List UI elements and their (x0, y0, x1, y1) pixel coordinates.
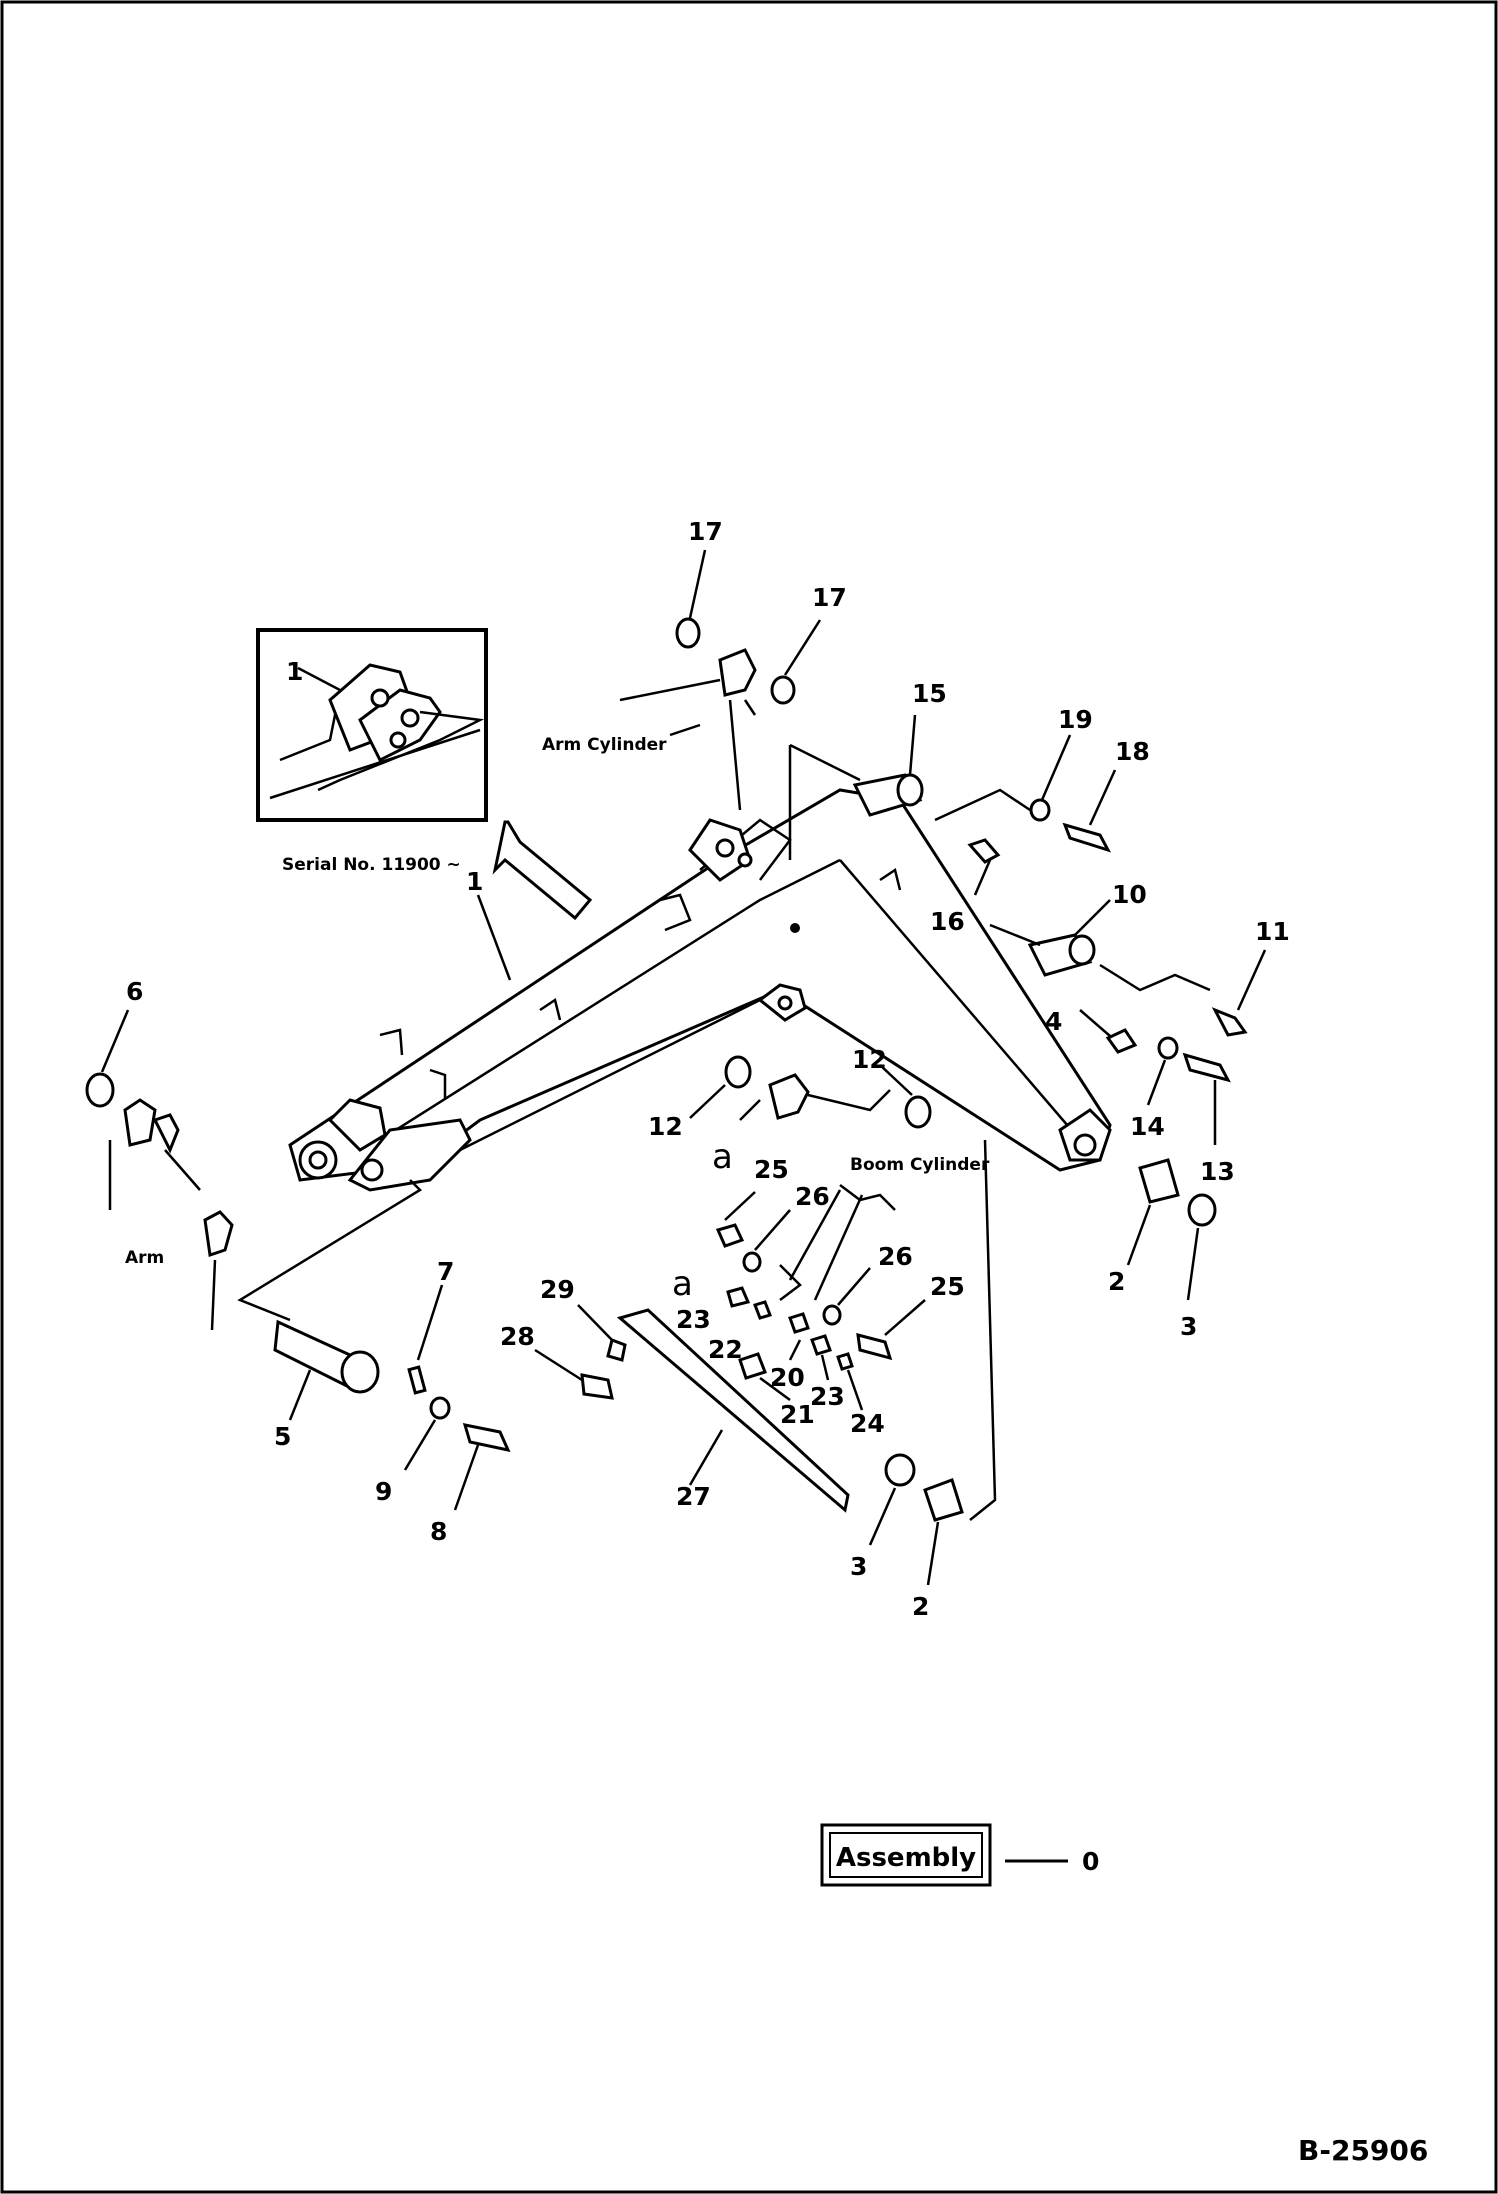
washer-9 (429, 1396, 451, 1420)
assembly-legend: Assembly 0 (820, 1823, 1099, 1887)
nut-24 (836, 1352, 854, 1371)
callout-26-a: 26 (795, 1182, 830, 1211)
bushing-2-right (1138, 1158, 1180, 1204)
callout-12-a: 12 (648, 1112, 683, 1141)
washer-26-b (822, 1304, 842, 1326)
washer-12-a (724, 1055, 752, 1089)
callout-18: 18 (1115, 737, 1150, 766)
callout-1-inset: 1 (286, 657, 303, 686)
grease-fitting-16 (967, 838, 1001, 864)
boom-body (288, 788, 1112, 1192)
spacer-23-a (726, 1286, 751, 1308)
callout-12-b: 12 (852, 1045, 887, 1074)
grease-fitting-11 (1211, 1007, 1248, 1037)
figure-id: B-25906 (1298, 2134, 1428, 2167)
callout-11: 11 (1255, 917, 1290, 946)
washer-19 (1029, 798, 1051, 822)
callout-19: 19 (1058, 705, 1093, 734)
callout-a-upper: a (712, 1137, 733, 1177)
guard-plate-27 (616, 1308, 850, 1513)
callout-20: 20 (770, 1363, 805, 1392)
callout-24: 24 (850, 1409, 885, 1438)
inset-detail: 1 (256, 628, 488, 822)
pin-15 (852, 773, 924, 817)
spring-29 (606, 1337, 627, 1362)
seal-3-right (1187, 1193, 1217, 1227)
bolt-8 (462, 1423, 511, 1453)
callout-23-b: 23 (810, 1382, 845, 1411)
assembly-value: 0 (1082, 1847, 1099, 1876)
callout-5: 5 (274, 1422, 291, 1451)
spring-pin-7 (407, 1365, 427, 1395)
arm-label: Arm (125, 1248, 164, 1268)
bolt-18 (1062, 822, 1112, 853)
callout-3-bottom: 3 (850, 1552, 867, 1581)
seal-3-bottom (884, 1453, 916, 1487)
bolt-13 (1182, 1052, 1231, 1083)
bolt-25-b (856, 1332, 893, 1361)
small-parts-cluster (715, 1189, 893, 1380)
callout-10: 10 (1112, 880, 1147, 909)
serial-label: Serial No. 11900 ~ (282, 855, 461, 875)
callout-17-a: 17 (688, 517, 723, 546)
pin-5 (273, 1319, 380, 1394)
callout-14: 14 (1130, 1112, 1165, 1141)
bushing-2-bottom (923, 1478, 964, 1522)
washer-17-a (675, 617, 701, 649)
washer-26-a (742, 1251, 762, 1273)
direction-arrow (492, 820, 593, 921)
bolt-28 (580, 1373, 614, 1400)
arm-cylinder-end (619, 648, 757, 811)
callout-15: 15 (912, 679, 947, 708)
pin-10 (1027, 933, 1096, 977)
assembly-label: Assembly (836, 1843, 976, 1873)
bolt-25-a (715, 1223, 745, 1248)
callout-23-a: 23 (676, 1305, 711, 1334)
callout-22: 22 (708, 1335, 743, 1364)
boom-cylinder-label: Boom Cylinder (850, 1155, 990, 1175)
spacer-23-b (810, 1334, 832, 1356)
arm-end (85, 1072, 234, 1331)
washer-12-b (904, 1095, 932, 1129)
callout-29: 29 (540, 1275, 575, 1304)
callout-13: 13 (1200, 1157, 1235, 1186)
washer-17-b (770, 675, 796, 705)
callout-17-b: 17 (812, 583, 847, 612)
callout-9: 9 (375, 1477, 392, 1506)
callout-25-a: 25 (754, 1155, 789, 1184)
callout-a-lower: a (672, 1264, 693, 1304)
bolt-22 (738, 1352, 767, 1380)
callout-6: 6 (126, 977, 143, 1006)
callout-2-bottom: 2 (912, 1592, 929, 1621)
callout-28: 28 (500, 1322, 535, 1351)
spacer-21 (753, 1300, 772, 1320)
boom-cylinder-end (739, 1073, 891, 1121)
callout-16: 16 (930, 907, 965, 936)
callout-2-right: 2 (1108, 1267, 1125, 1296)
callout-27: 27 (676, 1482, 711, 1511)
callout-4: 4 (1045, 1007, 1062, 1036)
callout-1: 1 (466, 867, 483, 896)
callout-8: 8 (430, 1517, 447, 1546)
callout-3-right: 3 (1180, 1312, 1197, 1341)
callout-26-b: 26 (878, 1242, 913, 1271)
arm-cylinder-label: Arm Cylinder (542, 735, 667, 755)
washer-6 (85, 1072, 115, 1108)
callout-21: 21 (780, 1400, 815, 1429)
callout-25-b: 25 (930, 1272, 965, 1301)
washer-14 (1157, 1036, 1179, 1060)
spacer-20 (788, 1312, 810, 1334)
callout-7: 7 (437, 1257, 454, 1286)
grease-fitting-4 (1105, 1028, 1138, 1054)
